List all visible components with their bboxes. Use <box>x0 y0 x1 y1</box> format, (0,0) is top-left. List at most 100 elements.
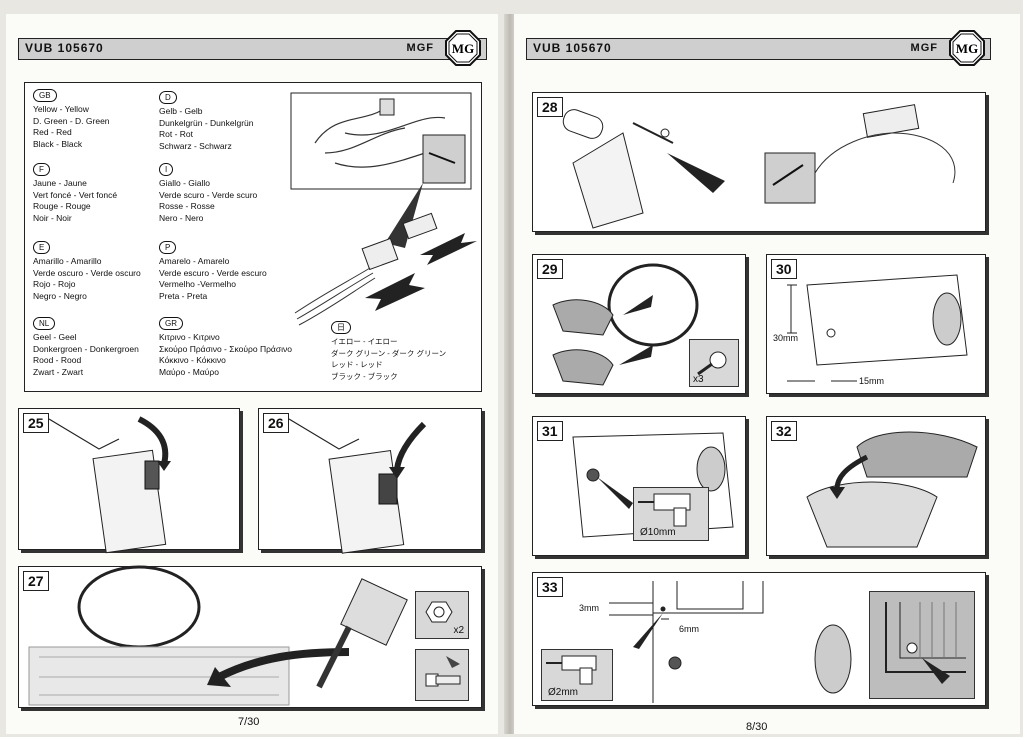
brand-text: MGF <box>406 42 434 54</box>
step-number: 26 <box>263 413 289 433</box>
colour-line: Noir - Noir <box>33 212 72 223</box>
colour-line: Κιτρινο - Κιτρινο <box>159 332 220 342</box>
colour-line: Amarillo - Amarillo <box>33 256 102 266</box>
colour-line: Σκούρο Πράσινο - Σκούρο Πράσινο <box>159 343 292 354</box>
dimension-label: 15mm <box>859 376 885 386</box>
lang-tag: GB <box>33 89 57 102</box>
step-27-illustration <box>28 565 408 706</box>
colour-line: レッド - レッド <box>331 360 383 369</box>
lang-d: D Gelb - Gelb Dunkelgrün - Dunkelgrün Ro… <box>159 91 254 152</box>
doc-code-right: VUB 105670 <box>533 41 612 55</box>
dimension-label: 30mm <box>773 333 799 343</box>
step-number: 27 <box>23 571 49 591</box>
mg-logo-icon-right: MG <box>949 30 985 66</box>
colour-line: Red - Red <box>33 127 72 137</box>
quantity-label: x2 <box>453 625 464 636</box>
drill-icon-box: Ø2mm <box>541 649 613 701</box>
dimension-label: 6mm <box>679 624 699 634</box>
colour-line: Jaune - Jaune <box>33 178 87 188</box>
colour-line: Giallo - Giallo <box>159 178 211 188</box>
colour-line: イエロー - イエロー <box>331 337 398 346</box>
colour-line: Negro - Negro <box>33 290 87 301</box>
colour-line: Rojo - Rojo <box>33 279 76 289</box>
step-number: 28 <box>537 97 563 117</box>
step-29-illustration <box>552 263 699 386</box>
lang-gb: GB Yellow - Yellow D. Green - D. Green R… <box>33 89 110 150</box>
screw-icon-box: x3 <box>689 339 739 387</box>
colour-line: Black - Black <box>33 138 83 149</box>
step-number: 29 <box>537 259 563 279</box>
lang-tag: P <box>159 241 177 254</box>
lang-p: P Amarelo - Amarelo Verde escuro - Verde… <box>159 241 267 302</box>
lang-tag: 日 <box>331 321 351 334</box>
colour-line: Donkergroen - Donkergroen <box>33 343 139 354</box>
page-fold <box>504 14 516 734</box>
lang-tag: D <box>159 91 177 104</box>
lang-e: E Amarillo - Amarillo Verde oscuro - Ver… <box>33 241 141 302</box>
drill-icon <box>638 493 691 527</box>
lang-i: I Giallo - Giallo Verde scuro - Verde sc… <box>159 163 257 224</box>
step-32-illustration <box>806 431 978 548</box>
mg-logo-icon: MG <box>445 30 481 66</box>
lang-j: 日 イエロー - イエロー ダーク グリーン - ダーク グリーン レッド - … <box>331 321 446 382</box>
drill-icon <box>546 655 597 685</box>
step-29-panel: 29 x3 <box>532 254 746 394</box>
colour-line: Gelb - Gelb <box>159 106 203 116</box>
wiring-harness-illustration <box>290 92 477 326</box>
step-28-panel: 28 <box>532 92 986 232</box>
lang-tag: GR <box>159 317 183 330</box>
doc-code: VUB 105670 <box>25 41 104 55</box>
colour-line: Yellow - Yellow <box>33 104 89 114</box>
drill-size-label: Ø10mm <box>640 527 676 538</box>
page-number-left: 7/30 <box>238 716 260 728</box>
colour-line: ブラック - ブラック <box>331 371 398 381</box>
left-header-bar: VUB 105670 MGF MG <box>18 30 487 66</box>
colour-line: Vert foncé - Vert foncé <box>33 189 118 200</box>
colour-key-box: GB Yellow - Yellow D. Green - D. Green R… <box>24 82 482 392</box>
step-30-panel: 30 30mm 15mm <box>766 254 986 394</box>
lang-tag: NL <box>33 317 56 330</box>
step-28-illustration <box>562 104 956 229</box>
dimension-label: 3mm <box>579 603 599 613</box>
bolt-icon <box>425 656 461 687</box>
lang-f: F Jaune - Jaune Vert foncé - Vert foncé … <box>33 163 117 224</box>
step-number: 25 <box>23 413 49 433</box>
step-33-panel: 33 3mm 6mm Ø2mm <box>532 572 986 706</box>
right-header-bar: VUB 105670 MGF MG <box>526 30 991 66</box>
lang-nl: NL Geel - Geel Donkergroen - Donkergroen… <box>33 317 139 378</box>
colour-line: Rouge - Rouge <box>33 201 91 211</box>
colour-line: Zwart - Zwart <box>33 366 84 377</box>
step-number: 31 <box>537 421 563 441</box>
detail-inset <box>869 591 975 699</box>
colour-line: Dunkelgrün - Dunkelgrün <box>159 117 254 128</box>
colour-line: ダーク グリーン - ダーク グリーン <box>331 348 447 358</box>
detail-inset-illustration <box>885 602 966 684</box>
lang-tag: E <box>33 241 51 254</box>
colour-line: Rood - Rood <box>33 355 82 365</box>
colour-line: Rosse - Rosse <box>159 201 215 211</box>
step-27-panel: 27 x2 <box>18 565 482 708</box>
step-number: 32 <box>771 421 797 441</box>
colour-line: Verde scuro - Verde scuro <box>159 189 258 200</box>
colour-line: Nero - Nero <box>159 212 204 223</box>
step-33-illustration <box>609 581 852 703</box>
brand-text-right: MGF <box>910 42 938 54</box>
colour-line: Μαύρο - Μαύρο <box>159 366 219 377</box>
step-26-illustration <box>288 418 427 554</box>
colour-line: Rot - Rot <box>159 129 194 139</box>
colour-line: Κόκκινο - Κόκκινο <box>159 355 226 365</box>
logo-text: MG <box>452 41 474 56</box>
lang-gr: GR Κιτρινο - Κιτρινο Σκούρο Πράσινο - Σκ… <box>159 317 292 378</box>
drill-size-label: Ø2mm <box>548 687 578 698</box>
colour-line: Verde escuro - Verde escuro <box>159 267 267 278</box>
nut-icon <box>425 601 453 623</box>
colour-line: Vermelho -Vermelho <box>159 279 237 289</box>
quantity-label: x3 <box>693 374 704 385</box>
step-31-panel: 31 Ø10mm <box>532 416 746 556</box>
step-25-illustration <box>48 416 171 554</box>
logo-text-right: MG <box>956 41 978 56</box>
lang-tag: F <box>33 163 50 176</box>
step-26-panel: 26 <box>258 408 482 554</box>
step-number: 33 <box>537 577 563 597</box>
colour-line: Schwarz - Schwarz <box>159 140 232 151</box>
